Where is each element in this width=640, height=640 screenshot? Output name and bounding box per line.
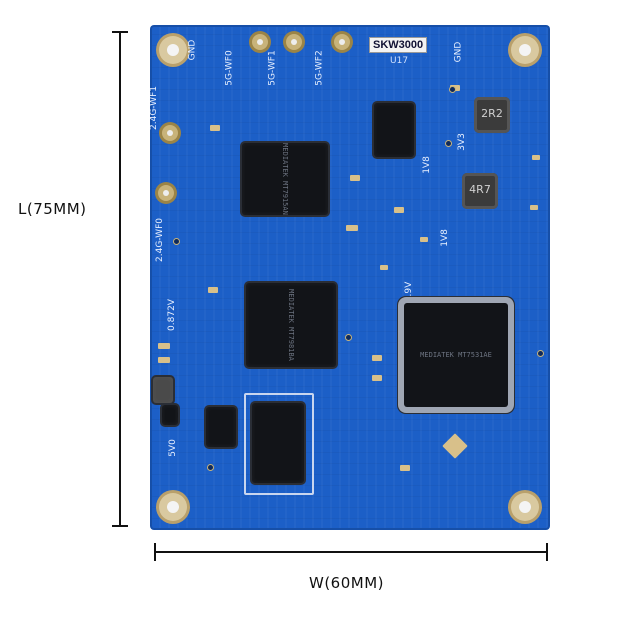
length-label: L(75MM): [18, 200, 87, 218]
ram-chip-frame: [244, 393, 314, 495]
pcb-board: 5G-WF0 5G-WF1 5G-WF2 2.4G-WF1 2.4G-WF0 G…: [150, 25, 550, 530]
smd-component: [532, 155, 540, 160]
smd-component: [372, 375, 382, 381]
antenna-label-2g-wf0: 2.4G-WF0: [154, 218, 165, 262]
antenna-label-5g-wf2: 5G-WF2: [314, 50, 325, 86]
antenna-label-5g-wf1: 5G-WF1: [267, 50, 278, 86]
smd-component: [380, 265, 388, 270]
inductor-2r2: 2R2: [474, 97, 510, 133]
smd-component: [450, 85, 460, 91]
voltage-label-0872v: 0.872V: [166, 299, 177, 331]
via: [450, 87, 455, 92]
voltage-label-5v0: 5V0: [167, 439, 178, 457]
smd-component: [400, 465, 410, 471]
via: [208, 465, 213, 470]
gnd-label-right: GND: [453, 41, 464, 63]
antenna-connector-2g-wf0: [158, 185, 174, 201]
smd-component: [208, 287, 218, 293]
length-dimension-line: [119, 31, 121, 527]
crystal: [153, 377, 173, 403]
test-pad: [442, 433, 468, 459]
width-dimension-left-cap: [154, 543, 156, 561]
soc-chip-marking: MEDIATEK MT7981BA: [287, 289, 295, 361]
smd-component: [350, 175, 360, 181]
via: [174, 239, 179, 244]
antenna-connector-2g-wf1: [162, 125, 178, 141]
board-model-label: SKW3000: [369, 37, 428, 53]
smd-component: [210, 125, 220, 131]
ram-chip: [252, 403, 304, 483]
width-label: W(60MM): [309, 574, 385, 592]
antenna-label-2g-wf1: 2.4G-WF1: [150, 86, 159, 130]
inductor-4r7-label: 4R7: [469, 183, 491, 196]
voltage-label-1v8-top: 1V8: [421, 156, 432, 174]
voltage-label-3v3: 3V3: [456, 133, 467, 151]
antenna-connector-5g-wf0: [252, 34, 268, 50]
smd-component: [346, 225, 358, 231]
antenna-connector-5g-wf1: [286, 34, 302, 50]
gnd-label-left: GND: [187, 39, 198, 61]
soc-chip: MEDIATEK MT7981BA: [246, 283, 336, 367]
smd-component: [158, 357, 170, 363]
mounting-hole-bottom-right: [511, 493, 539, 521]
flash-chip: [206, 407, 236, 447]
smd-component: [530, 205, 538, 210]
via: [446, 141, 451, 146]
via: [346, 335, 351, 340]
inductor-4r7: 4R7: [462, 173, 498, 209]
wifi-chip-marking: MEDIATEK MT7915AN: [281, 143, 289, 215]
wifi-chip: MEDIATEK MT7915AN: [242, 143, 328, 215]
voltage-label-1v8-mid: 1V8: [439, 229, 450, 247]
small-ic-left: [162, 405, 178, 425]
length-dimension-top-cap: [112, 31, 128, 33]
mounting-hole-top-left: [159, 36, 187, 64]
mounting-hole-bottom-left: [159, 493, 187, 521]
smd-component: [158, 343, 170, 349]
length-dimension-bottom-cap: [112, 525, 128, 527]
width-dimension-line: [154, 551, 548, 553]
antenna-label-5g-wf0: 5G-WF0: [224, 50, 235, 86]
smd-component: [372, 355, 382, 361]
width-dimension-right-cap: [546, 543, 548, 561]
antenna-connector-5g-wf2: [334, 34, 350, 50]
ethernet-chip: MEDIATEK MT7531AE: [404, 303, 508, 407]
voltage-label-09v: 0.9V: [404, 281, 415, 303]
via: [538, 351, 543, 356]
mounting-hole-top-right: [511, 36, 539, 64]
board-model-subtext: U17: [390, 56, 409, 66]
inductor-2r2-label: 2R2: [481, 107, 503, 120]
smd-component: [420, 237, 428, 242]
smd-component: [394, 207, 404, 213]
power-ic: [374, 103, 414, 157]
ethernet-chip-marking: MEDIATEK MT7531AE: [420, 351, 492, 359]
